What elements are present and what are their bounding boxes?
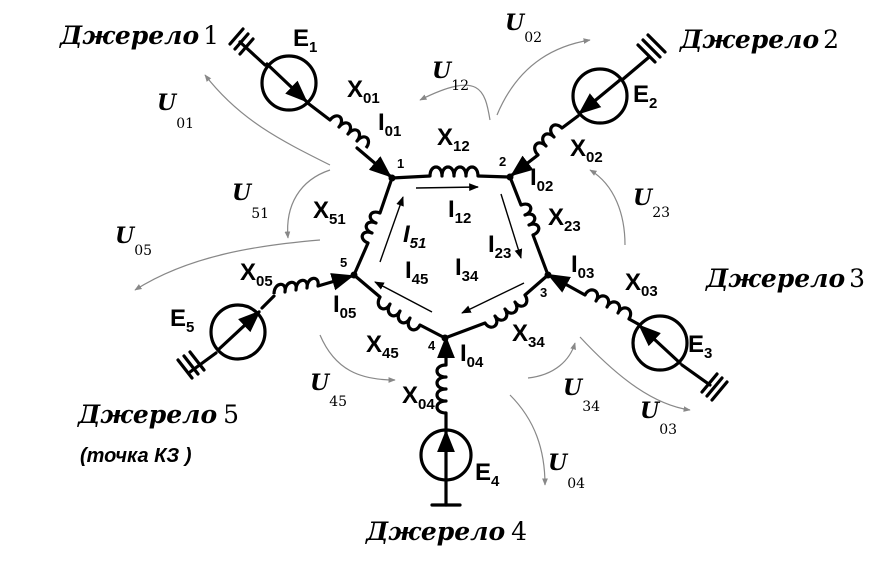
- voltage-u05-label: U05: [115, 223, 152, 259]
- source-branch-2: [510, 33, 667, 177]
- internal-current-arrows: [374, 183, 525, 314]
- node-3-dot: [544, 271, 552, 279]
- emf-5-label: E5: [170, 305, 194, 336]
- arrow-i23: [500, 193, 523, 259]
- current-i04-label: I04: [460, 340, 484, 371]
- arrow-u23: [589, 169, 626, 246]
- arrow-i12: [415, 183, 479, 192]
- node-1-dot: [388, 174, 396, 182]
- reactance-x05-label: X05: [240, 259, 273, 290]
- node-4-dot: [441, 334, 449, 342]
- source-3-symbol: [631, 314, 689, 372]
- voltage-u02-label: U02: [505, 10, 542, 46]
- voltage-u23-label: U23: [633, 185, 670, 221]
- current-i34-label: I34: [455, 254, 479, 285]
- source-1-symbol: [260, 54, 318, 112]
- current-i05-label: I05: [333, 291, 356, 322]
- reactance-x45-label: X45: [366, 331, 399, 362]
- reactance-x23-label: X23: [548, 204, 581, 235]
- reactance-x04-label: X04: [402, 382, 435, 413]
- current-i23-label: I23: [488, 231, 511, 262]
- current-i02-label: I02: [530, 164, 553, 195]
- arrow-u45: [319, 334, 396, 383]
- arrow-u05: [134, 239, 321, 291]
- arrow-u04: [509, 394, 548, 486]
- arrow-u01: [204, 74, 331, 166]
- nodes: 1 2 3 4 5: [340, 154, 552, 353]
- arrow-i51: [379, 196, 404, 263]
- node-2-dot: [506, 173, 514, 181]
- voltage-u45-label: U45: [310, 370, 347, 410]
- voltage-u12-label: U12: [432, 58, 469, 94]
- arrow-u02: [496, 38, 591, 116]
- emf-3-label: E3: [688, 331, 712, 362]
- node-4-label: 4: [428, 338, 436, 353]
- branch-5-1: [352, 176, 394, 277]
- reactance-x51-label: X51: [313, 197, 346, 228]
- source-branch-5: [176, 273, 355, 380]
- source-branch-1: [228, 27, 392, 178]
- source-branch-4: [419, 335, 473, 507]
- node-3-label: 3: [540, 285, 547, 300]
- current-i45-label: I45: [405, 257, 428, 288]
- voltage-u03-label: U03: [640, 398, 677, 438]
- reactance-x03-label: X03: [625, 269, 658, 300]
- node-2-label: 2: [499, 154, 506, 169]
- current-i51-label: I51: [403, 221, 426, 252]
- arrow-u03: [579, 336, 691, 412]
- reactance-x02-label: X02: [570, 135, 603, 166]
- voltage-arrows: [134, 38, 691, 486]
- source-5-symbol: [209, 303, 267, 361]
- voltage-u01-label: U01: [157, 90, 194, 132]
- reactance-x12-label: X12: [437, 124, 470, 155]
- node-5-label: 5: [340, 255, 347, 270]
- node-5-dot: [350, 271, 358, 279]
- voltage-u51-label: U51: [232, 180, 269, 222]
- emf-4-label: E4: [475, 459, 500, 490]
- source-2-symbol: [571, 67, 629, 125]
- arrow-u12: [419, 84, 491, 121]
- current-i12-label: I12: [448, 196, 471, 227]
- emf-1-label: E1: [293, 25, 317, 56]
- branch-2-3: [508, 175, 550, 277]
- reactance-x34-label: X34: [512, 320, 545, 351]
- source-branch-3: [547, 273, 729, 402]
- current-i01-label: I01: [378, 109, 401, 140]
- arrow-i45: [374, 281, 433, 313]
- reactance-x01-label: X01: [347, 76, 380, 107]
- arrow-u34: [527, 342, 576, 379]
- branch-4-5: [352, 273, 447, 340]
- branch-3-4: [443, 273, 550, 340]
- node-1-label: 1: [397, 156, 404, 171]
- arrow-i34: [461, 282, 525, 314]
- emf-2-label: E2: [633, 81, 657, 112]
- arrow-u51: [284, 169, 331, 239]
- voltage-u04-label: U04: [548, 450, 585, 492]
- source-5-note: (точка КЗ ): [80, 445, 192, 467]
- current-i03-label: I03: [571, 251, 594, 282]
- voltage-u34-label: U34: [563, 375, 600, 415]
- branch-1-2: [390, 165, 512, 180]
